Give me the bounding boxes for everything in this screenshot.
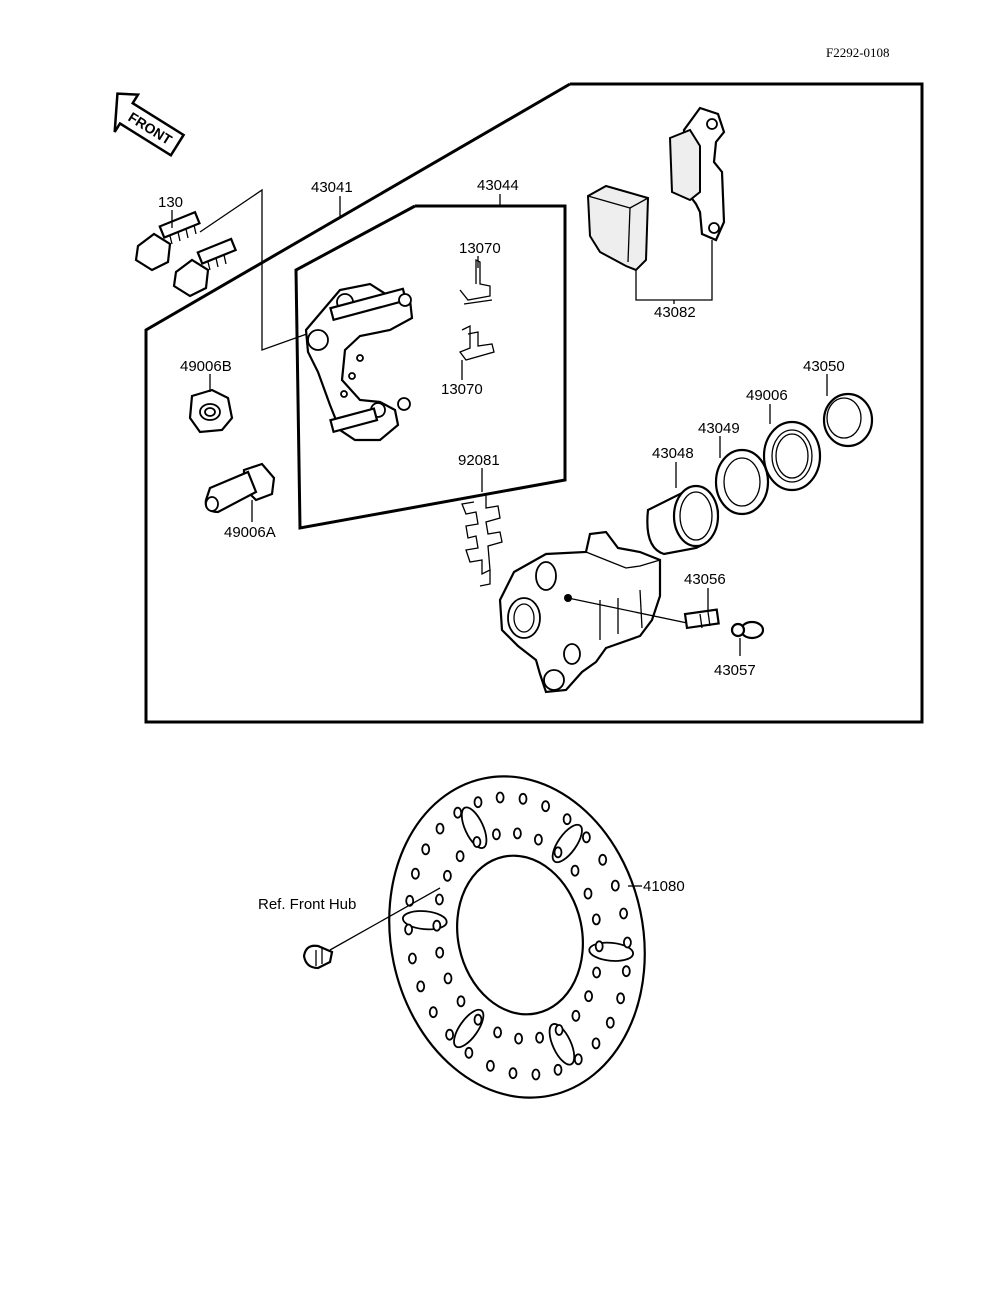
disc-hole: [554, 1024, 564, 1036]
disc-screw-icon: [302, 944, 334, 970]
disc-hole: [416, 980, 426, 993]
dust-cap-43050-icon: [822, 392, 874, 448]
disc-hole: [518, 792, 528, 805]
disc-hole: [571, 1009, 581, 1022]
disc-hole: [435, 822, 445, 835]
disc-hole: [428, 1006, 438, 1019]
bleed-cap-43057-icon: [730, 620, 765, 640]
brake-pad-inner-icon: [586, 184, 650, 272]
disc-hole: [541, 800, 550, 813]
disc-hole: [472, 836, 482, 848]
disc-hole: [508, 1067, 518, 1080]
pad-spring-13070-top-icon: [459, 258, 493, 305]
disc-hole: [453, 806, 463, 819]
front-arrow-icon: FRONT: [113, 92, 186, 158]
diagram-code: F2292-0108: [826, 45, 890, 60]
label-13070-top: 13070: [459, 240, 501, 257]
boot-49006B-icon: [188, 388, 234, 434]
disc-hole: [591, 913, 601, 926]
pin-49006A-icon: [204, 462, 276, 514]
label-ref-front-hub: Ref. Front Hub: [258, 896, 356, 913]
bolt-130-icon: [134, 210, 201, 272]
caliper-bracket-icon: [304, 282, 414, 442]
disc-hole: [623, 936, 632, 949]
disc-hole: [605, 1016, 615, 1029]
disc-hole: [535, 1031, 544, 1044]
disc-hole: [455, 850, 465, 863]
disc-hole: [434, 893, 444, 906]
label-43049: 43049: [698, 420, 740, 437]
disc-hole: [473, 796, 483, 809]
disc-hole: [573, 1053, 583, 1066]
disc-hole: [493, 1026, 503, 1039]
disc-hole: [592, 966, 601, 979]
brake-pad-outer-icon: [668, 106, 726, 242]
disc-hole: [553, 846, 563, 859]
disc-hole: [491, 828, 501, 841]
pad-plate-92081-icon: [461, 493, 503, 587]
disc-hole: [495, 791, 505, 804]
label-49006A: 49006A: [224, 524, 276, 541]
disc-hole: [591, 1037, 601, 1050]
piston-43048-icon: [646, 484, 720, 556]
bracket-assembly-outline: [294, 204, 567, 530]
bleed-valve-43056-icon: [683, 608, 720, 630]
disc-hole: [553, 1063, 563, 1076]
caliper-assembly-outline: [144, 82, 924, 724]
disc-hole: [621, 965, 631, 978]
disc-hole: [610, 879, 620, 892]
label-43056: 43056: [684, 571, 726, 588]
label-13070-bottom: 13070: [441, 381, 483, 398]
disc-hole: [616, 992, 625, 1005]
label-43048: 43048: [652, 445, 694, 462]
disc-hole: [570, 864, 580, 877]
label-130: 130: [158, 194, 183, 211]
disc-slot: [548, 1023, 576, 1066]
disc-hole: [421, 843, 431, 856]
caliper-body-icon: [498, 530, 662, 694]
disc-hole: [410, 867, 420, 880]
disc-hole: [514, 1032, 523, 1045]
brake-disc-41080-icon: [388, 775, 646, 1099]
label-43082: 43082: [654, 304, 696, 321]
dust-seal-49006-icon: [762, 420, 822, 492]
disc-hole: [534, 833, 543, 846]
pad-spring-13070-bottom-icon: [458, 324, 495, 361]
disc-hole: [531, 1068, 541, 1081]
label-92081: 92081: [458, 452, 500, 469]
disc-hole: [464, 1046, 474, 1059]
disc-hole: [582, 831, 591, 844]
disc-hole: [513, 827, 522, 840]
bolt-130b-icon: [172, 237, 238, 298]
disc-hole: [583, 887, 593, 900]
disc-hole: [445, 1028, 455, 1041]
disc-hole: [619, 907, 628, 920]
disc-slot: [460, 806, 488, 849]
label-43041: 43041: [311, 179, 353, 196]
label-43050: 43050: [803, 358, 845, 375]
label-41080: 41080: [643, 878, 685, 895]
disc-hole: [562, 813, 572, 826]
disc-hole: [473, 1013, 483, 1026]
disc-hole: [407, 952, 417, 965]
label-43057: 43057: [714, 662, 756, 679]
disc-hole: [443, 972, 453, 985]
disc-hole: [435, 946, 445, 959]
label-49006B: 49006B: [180, 358, 232, 375]
label-49006: 49006: [746, 387, 788, 404]
disc-hole: [442, 869, 452, 882]
disc-hole: [594, 940, 604, 953]
disc-hole: [584, 990, 593, 1003]
disc-hole: [456, 995, 466, 1008]
disc-hole: [485, 1059, 495, 1072]
disc-hole: [598, 853, 608, 866]
label-43044: 43044: [477, 177, 519, 194]
disc-hole: [432, 919, 442, 932]
disc-hole: [404, 923, 414, 936]
piston-seal-43049-icon: [714, 448, 770, 516]
